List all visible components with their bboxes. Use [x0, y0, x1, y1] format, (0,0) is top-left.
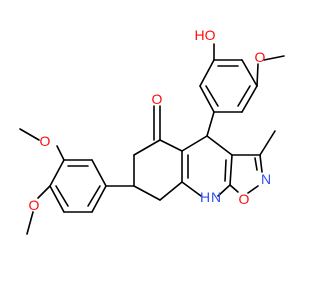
- bond: [241, 85, 258, 113]
- bond: [199, 59, 215, 87]
- bond: [159, 139, 183, 152]
- amine-nitrogen-label: N: [211, 189, 221, 205]
- ketone-oxygen-label: O: [152, 91, 163, 107]
- methoxy-oxygen-label: O: [255, 49, 266, 65]
- amine-hydrogen-label: H: [200, 189, 210, 205]
- bond: [37, 185, 51, 199]
- hydroxyl-label: HO: [195, 27, 216, 43]
- atom-labels: HO O O N O N H O O: [29, 27, 272, 213]
- bond: [241, 59, 258, 87]
- bond: [181, 181, 202, 197]
- bond: [26, 211, 34, 235]
- bond: [91, 185, 107, 213]
- dimethoxy-oxygen-label-2: O: [29, 197, 40, 213]
- dimethoxy-oxygen-label-1: O: [40, 133, 51, 149]
- bond: [224, 159, 227, 182]
- isoxazole-nitrogen-label: N: [261, 171, 271, 187]
- bond: [91, 159, 107, 187]
- bond: [229, 184, 239, 193]
- isoxazole-oxygen-label: O: [239, 191, 250, 207]
- bond: [56, 145, 65, 161]
- bond: [181, 135, 208, 152]
- bond: [206, 135, 233, 156]
- bonds: [19, 43, 285, 235]
- bond: [49, 159, 65, 187]
- bond: [259, 130, 276, 156]
- bond: [205, 85, 219, 107]
- bond: [259, 154, 263, 173]
- bond: [133, 185, 161, 201]
- bond: [247, 185, 259, 194]
- bond: [19, 128, 40, 141]
- bond: [263, 55, 285, 61]
- bond: [159, 181, 183, 201]
- bond: [199, 85, 215, 113]
- bond: [49, 185, 65, 213]
- bond: [87, 185, 101, 207]
- bond: [256, 63, 259, 87]
- molecule-canvas: HO O O N O N H O O: [19, 27, 285, 235]
- bond: [55, 185, 69, 207]
- bond: [229, 154, 233, 186]
- bond: [217, 184, 231, 197]
- bond: [254, 157, 258, 171]
- structure-diagram: HO O O N O N H O O: [19, 27, 285, 235]
- bond: [237, 85, 251, 107]
- bond: [133, 139, 161, 156]
- bond: [206, 111, 215, 137]
